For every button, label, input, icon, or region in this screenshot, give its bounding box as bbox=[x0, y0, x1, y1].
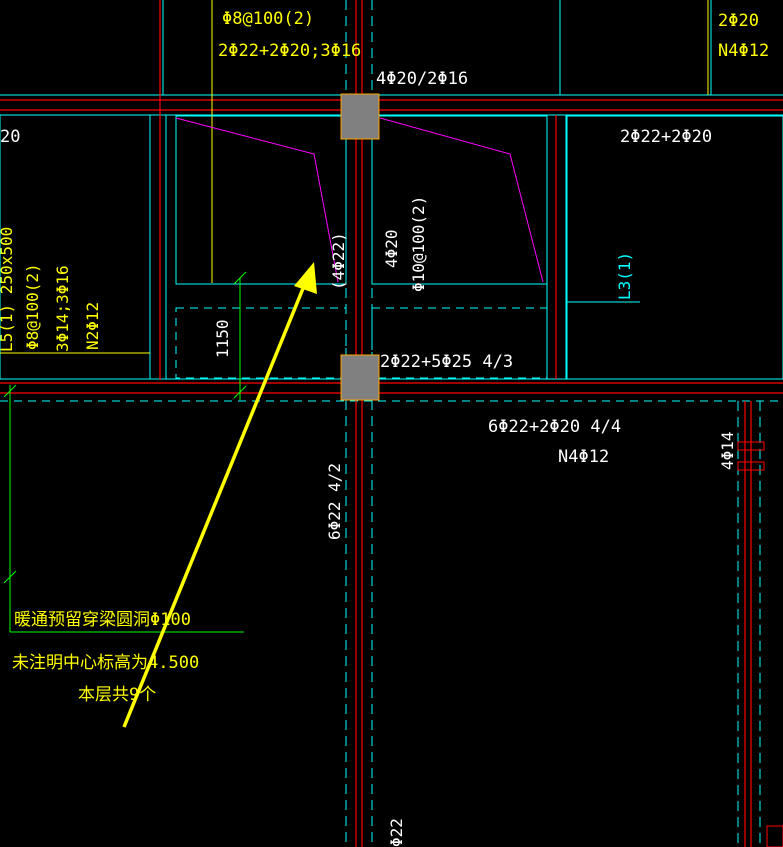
label-left-edge-bar: 20 bbox=[0, 127, 20, 147]
label-rebar-vert-a: (4Φ22) bbox=[329, 232, 348, 290]
rebar-marks-right bbox=[737, 441, 783, 847]
label-bottom-waist: N4Φ12 bbox=[558, 447, 609, 467]
arrow-pointer bbox=[122, 262, 317, 728]
label-left-beam-size: L5(1) 250x500 bbox=[0, 227, 16, 352]
label-top-right-waist: N4Φ12 bbox=[718, 41, 769, 61]
dimension-line bbox=[3, 271, 247, 633]
note-line-2: 未注明中心标高为4.500 bbox=[12, 653, 199, 673]
label-beam-tag-l3: L3(1) bbox=[615, 252, 634, 300]
label-dimension-1150: 1150 bbox=[213, 319, 232, 358]
label-right-vertical: 4Φ14 bbox=[718, 431, 737, 470]
label-right-panel-bars: 2Φ22+2Φ20 bbox=[620, 127, 712, 147]
note-line-1: 暖通预留穿梁圆洞Φ100 bbox=[14, 610, 191, 630]
label-left-bars: 3Φ14;3Φ16 bbox=[53, 265, 72, 352]
label-bottom-bars: 6Φ22+2Φ20 4/4 bbox=[488, 417, 621, 437]
note-line-3: 本层共9个 bbox=[78, 685, 156, 705]
label-vertical-beam-bars: 6Φ22 4/2 bbox=[325, 463, 344, 540]
label-top-bars: 2Φ22+2Φ20;3Φ16 bbox=[218, 41, 361, 61]
label-beam-top-center: 4Φ20/2Φ16 bbox=[376, 69, 468, 89]
label-bottom-edge-bar: Φ22 bbox=[387, 818, 406, 847]
column-middle bbox=[340, 354, 380, 401]
label-rebar-vert-b: 4Φ20 bbox=[382, 229, 401, 268]
label-left-stirrup: Φ8@100(2) bbox=[23, 263, 42, 350]
column-top bbox=[340, 93, 380, 140]
label-mid-bars: 2Φ22+5Φ25 4/3 bbox=[380, 352, 513, 372]
room-outlines bbox=[0, 114, 783, 380]
rebar-bend-lines bbox=[175, 117, 544, 283]
label-left-waist: N2Φ12 bbox=[83, 302, 102, 350]
label-top-right-bars: 2Φ20 bbox=[718, 11, 759, 31]
vertical-center-beam bbox=[345, 0, 373, 847]
label-rebar-vert-c: Φ10@100(2) bbox=[409, 196, 428, 292]
label-top-stirrup: Φ8@100(2) bbox=[222, 9, 314, 29]
